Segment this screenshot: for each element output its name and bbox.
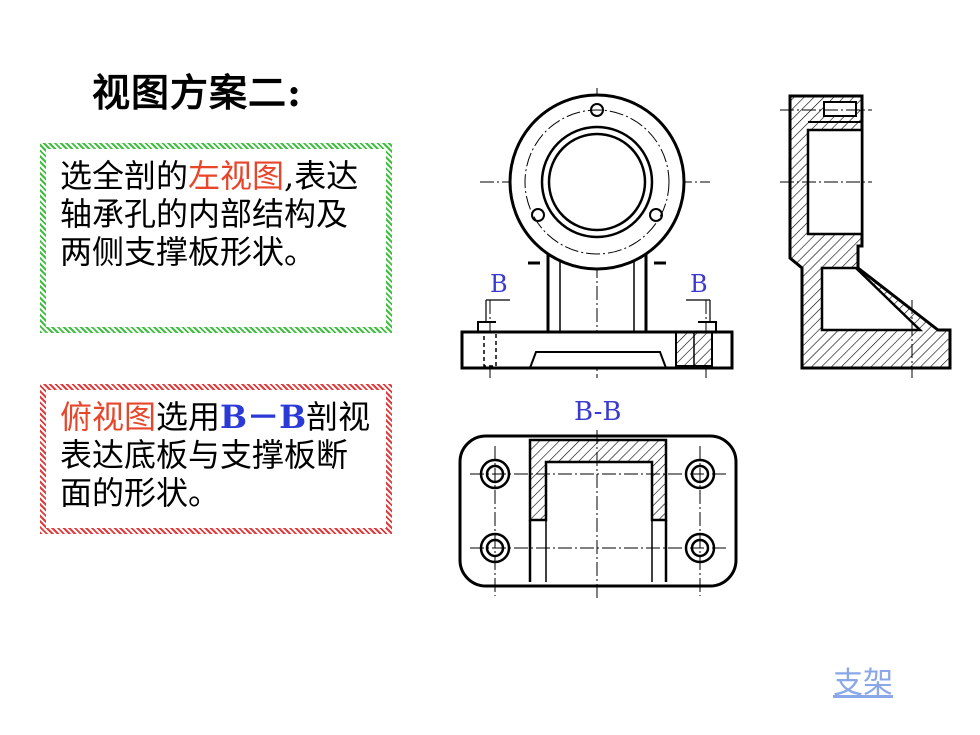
text-segment: ,表达轴承孔的内部结构及两侧支撑板形状。 [60,157,359,271]
highlight-left-view: 左视图 [188,157,285,195]
label-bb: B-B [574,397,621,427]
text-segment: 剖视表达底板与支撑板断面的形状。 [60,398,371,512]
label-b-right: B [690,270,708,298]
top-section-view [458,430,738,600]
left-section-view [780,94,952,378]
label-b-left: B [490,270,508,298]
section-marker-right [686,299,711,322]
section-marker-left [485,299,510,322]
description-box-left-view: 选全剖的左视图,表达轴承孔的内部结构及两侧支撑板形状。 [40,143,392,333]
page-title: 视图方案二: [92,70,303,115]
highlight-section-bb: B－B [220,398,307,436]
description-box-top-view: 俯视图选用B－B剖视表达底板与支撑板断面的形状。 [40,384,392,534]
highlight-top-view: 俯视图 [60,398,157,436]
front-view [460,88,734,378]
text-segment: 选全剖的 [60,157,189,195]
text-segment: 选用 [156,398,221,436]
bracket-link[interactable]: 支架 [833,666,893,701]
